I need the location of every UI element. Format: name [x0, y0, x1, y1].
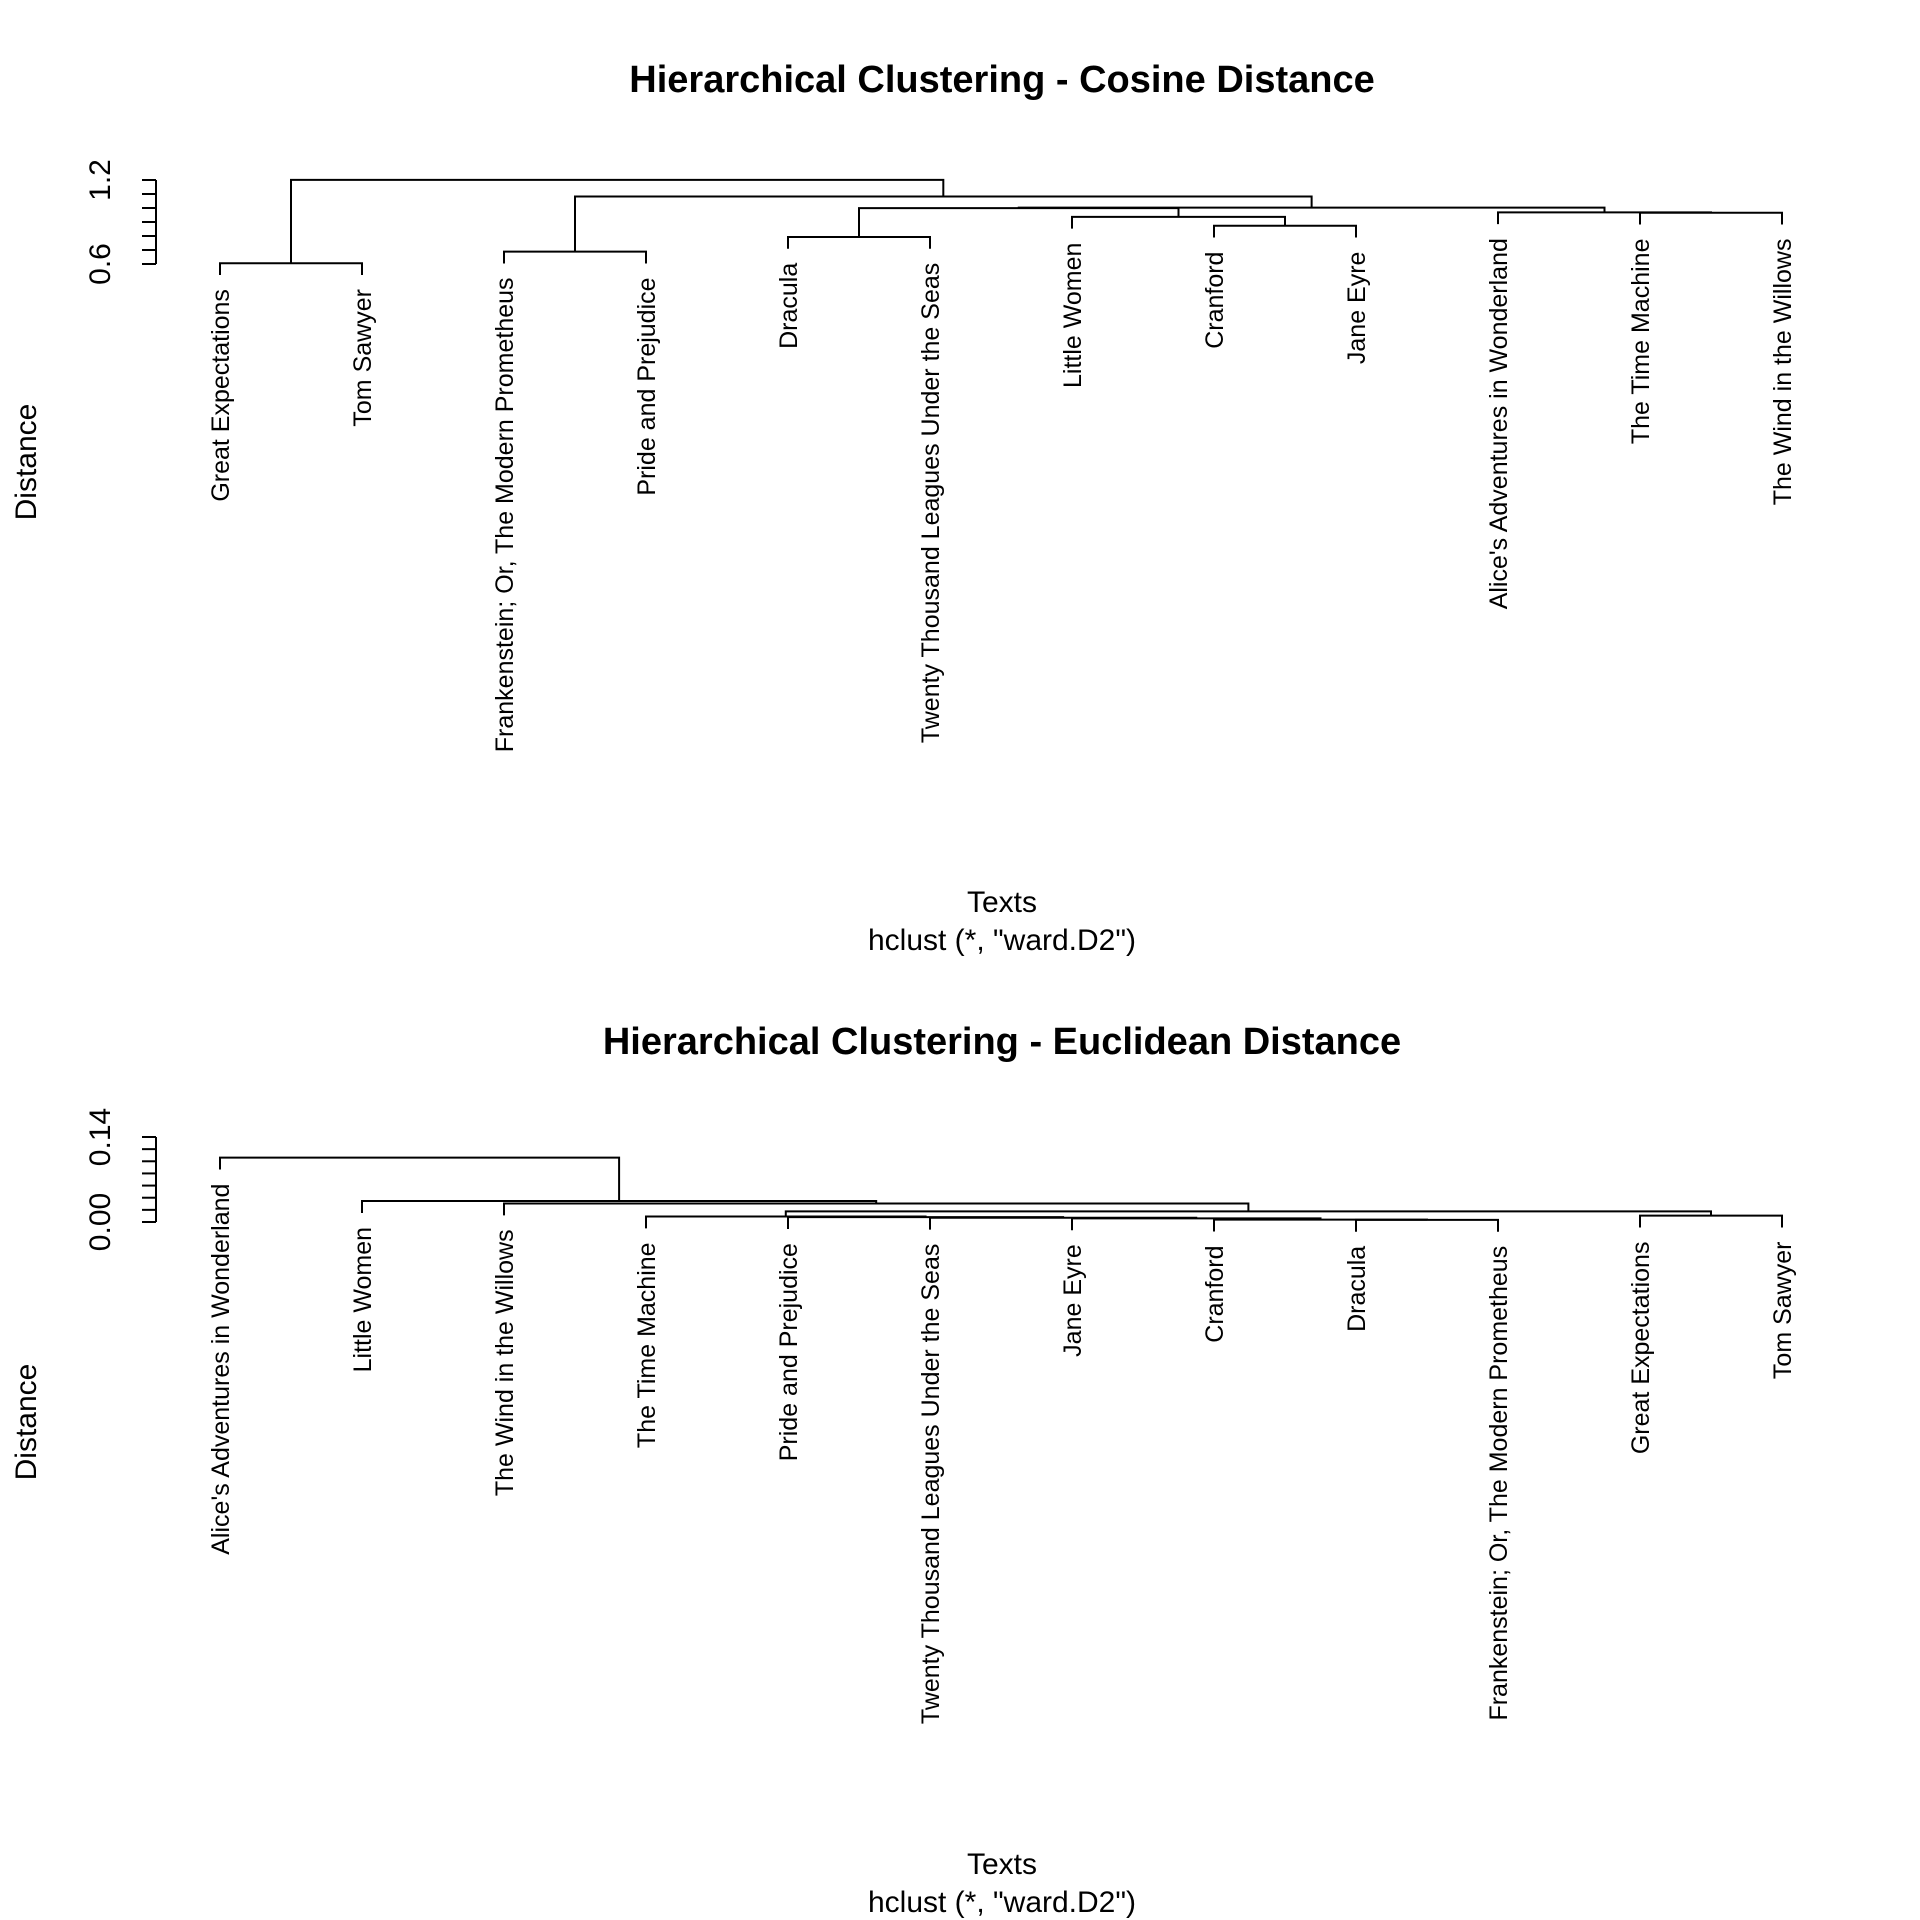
dendrogram-branch	[1639, 211, 1783, 225]
euclidean-dendrogram-panel: Hierarchical Clustering - Euclidean Dist…	[10, 1021, 1797, 1919]
leaf-label: Tom Sawyer	[349, 289, 377, 427]
leaf-labels: Alice's Adventures in Wonderland Little W…	[207, 1184, 1797, 1725]
y-tick-label: 0.00	[84, 1193, 117, 1251]
leaf-label: Twenty Thousand Leagues Under the Seas	[917, 263, 945, 743]
x-axis-subtitle: hclust (*, "ward.D2")	[868, 924, 1136, 957]
leaf-label: Cranford	[1201, 252, 1229, 349]
dendrogram-branch	[219, 1156, 621, 1202]
dendrogram-branch	[1355, 1218, 1499, 1232]
leaf-label: The Time Machine	[1627, 239, 1655, 445]
chart-title: Hierarchical Clustering - Euclidean Dist…	[603, 1021, 1401, 1063]
leaf-label: Dracula	[1343, 1246, 1371, 1332]
dendrogram-branch	[1213, 1218, 1428, 1232]
dendrogram-branch	[929, 1216, 1198, 1230]
leaf-label: Alice's Adventures in Wonderland	[207, 1184, 235, 1555]
dendrogram-branch	[645, 1215, 927, 1229]
leaf-label: Little Women	[1059, 243, 1087, 388]
dendrogram-branch	[787, 1216, 1065, 1230]
x-axis-subtitle: hclust (*, "ward.D2")	[868, 1886, 1136, 1919]
dendrogram-branch	[858, 207, 1180, 237]
dendrogram-branch	[219, 262, 363, 276]
dendrogram-branches	[219, 1156, 1783, 1232]
leaf-label: Frankenstein; Or, The Modern Prometheus	[1485, 1246, 1513, 1721]
dendrogram-branch	[1639, 1214, 1783, 1228]
dendrogram-branch	[574, 195, 1313, 252]
dendrogram-branch	[784, 1210, 1712, 1217]
leaf-label: Dracula	[775, 263, 803, 349]
leaf-label: Twenty Thousand Leagues Under the Seas	[917, 1244, 945, 1724]
leaf-label: The Time Machine	[633, 1242, 661, 1448]
chart-title: Hierarchical Clustering - Cosine Distanc…	[629, 59, 1374, 101]
leaf-label: Great Expectations	[207, 289, 235, 502]
y-axis-label: Distance	[10, 404, 43, 521]
leaf-label: Jane Eyre	[1343, 252, 1371, 365]
x-axis-label: Texts	[967, 1848, 1037, 1881]
leaf-label: Frankenstein; Or, The Modern Prometheus	[491, 277, 519, 752]
leaf-label: The Wind in the Willows	[491, 1229, 519, 1496]
leaf-label: Pride and Prejudice	[633, 277, 661, 495]
leaf-label: Great Expectations	[1627, 1242, 1655, 1455]
dendrogram-branch	[1071, 215, 1286, 229]
leaf-label: Cranford	[1201, 1245, 1229, 1342]
dendrogram-branches	[219, 178, 1783, 276]
leaf-label: Little Women	[349, 1227, 377, 1372]
leaf-label: Alice's Adventures in Wonderland	[1485, 238, 1513, 609]
leaf-label: The Wind in the Willows	[1769, 239, 1797, 506]
dendrogram-branch	[787, 235, 931, 249]
leaf-label: Jane Eyre	[1059, 1244, 1087, 1357]
y-tick-label: 1.2	[84, 159, 117, 201]
cosine-dendrogram-panel: Hierarchical Clustering - Cosine Distanc…	[10, 59, 1797, 957]
y-tick-label: 0.14	[84, 1108, 117, 1166]
leaf-labels: Great Expectations Tom Sawyer Frankenstein…	[207, 238, 1797, 752]
y-axis: 0.6 1.2	[84, 159, 157, 285]
dendrogram-branch	[503, 1202, 1250, 1216]
dendrogram-branch	[290, 178, 945, 264]
leaf-label: Pride and Prejudice	[775, 1243, 803, 1461]
leaf-label: Tom Sawyer	[1769, 1242, 1797, 1380]
y-tick-label: 0.6	[84, 243, 117, 285]
y-axis-label: Distance	[10, 1364, 43, 1481]
dendrogram-branch	[1497, 211, 1712, 225]
x-axis-label: Texts	[967, 886, 1037, 919]
y-axis: 0.00 0.14	[84, 1108, 157, 1251]
dendrogram-branch	[1213, 224, 1357, 238]
dendrogram-branch	[503, 250, 647, 264]
